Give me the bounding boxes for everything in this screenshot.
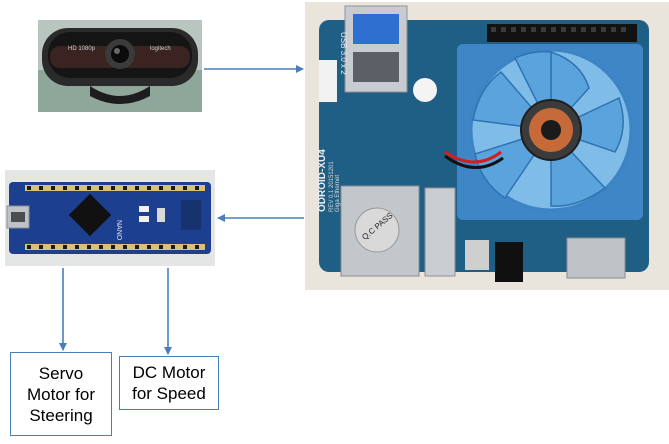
arduino-nano-photo: NANO	[5, 170, 215, 266]
nano-board-text: NANO	[115, 220, 122, 241]
svg-text:HD 1080p: HD 1080p	[68, 46, 96, 52]
webcam-brand-text: logitech	[150, 46, 171, 52]
svg-text:REV 0.1 20151201: REV 0.1 20151201	[329, 161, 335, 212]
servo-label-line: Servo	[38, 363, 84, 383]
dc-motor-box: DC Motor for Speed	[119, 356, 219, 410]
dc-label-line: DC Motor	[132, 363, 206, 382]
dc-label-line: for Speed	[132, 384, 206, 403]
odroid-board-photo: USB 3.0 x 2 Q.C PASS ODROID-XU4 REV 0.1 …	[305, 2, 669, 290]
board-name-text: ODROID-XU4	[317, 149, 328, 212]
svg-text:Giga Ethernet: Giga Ethernet	[335, 175, 341, 212]
servo-label-line: Steering	[29, 405, 93, 425]
usb-label-text: USB 3.0 x 2	[339, 32, 348, 75]
servo-label-line: Motor for	[26, 384, 96, 404]
servo-motor-box: Servo Motor for Steering	[10, 352, 112, 436]
webcam-photo: HD 1080p logitech	[38, 20, 202, 112]
